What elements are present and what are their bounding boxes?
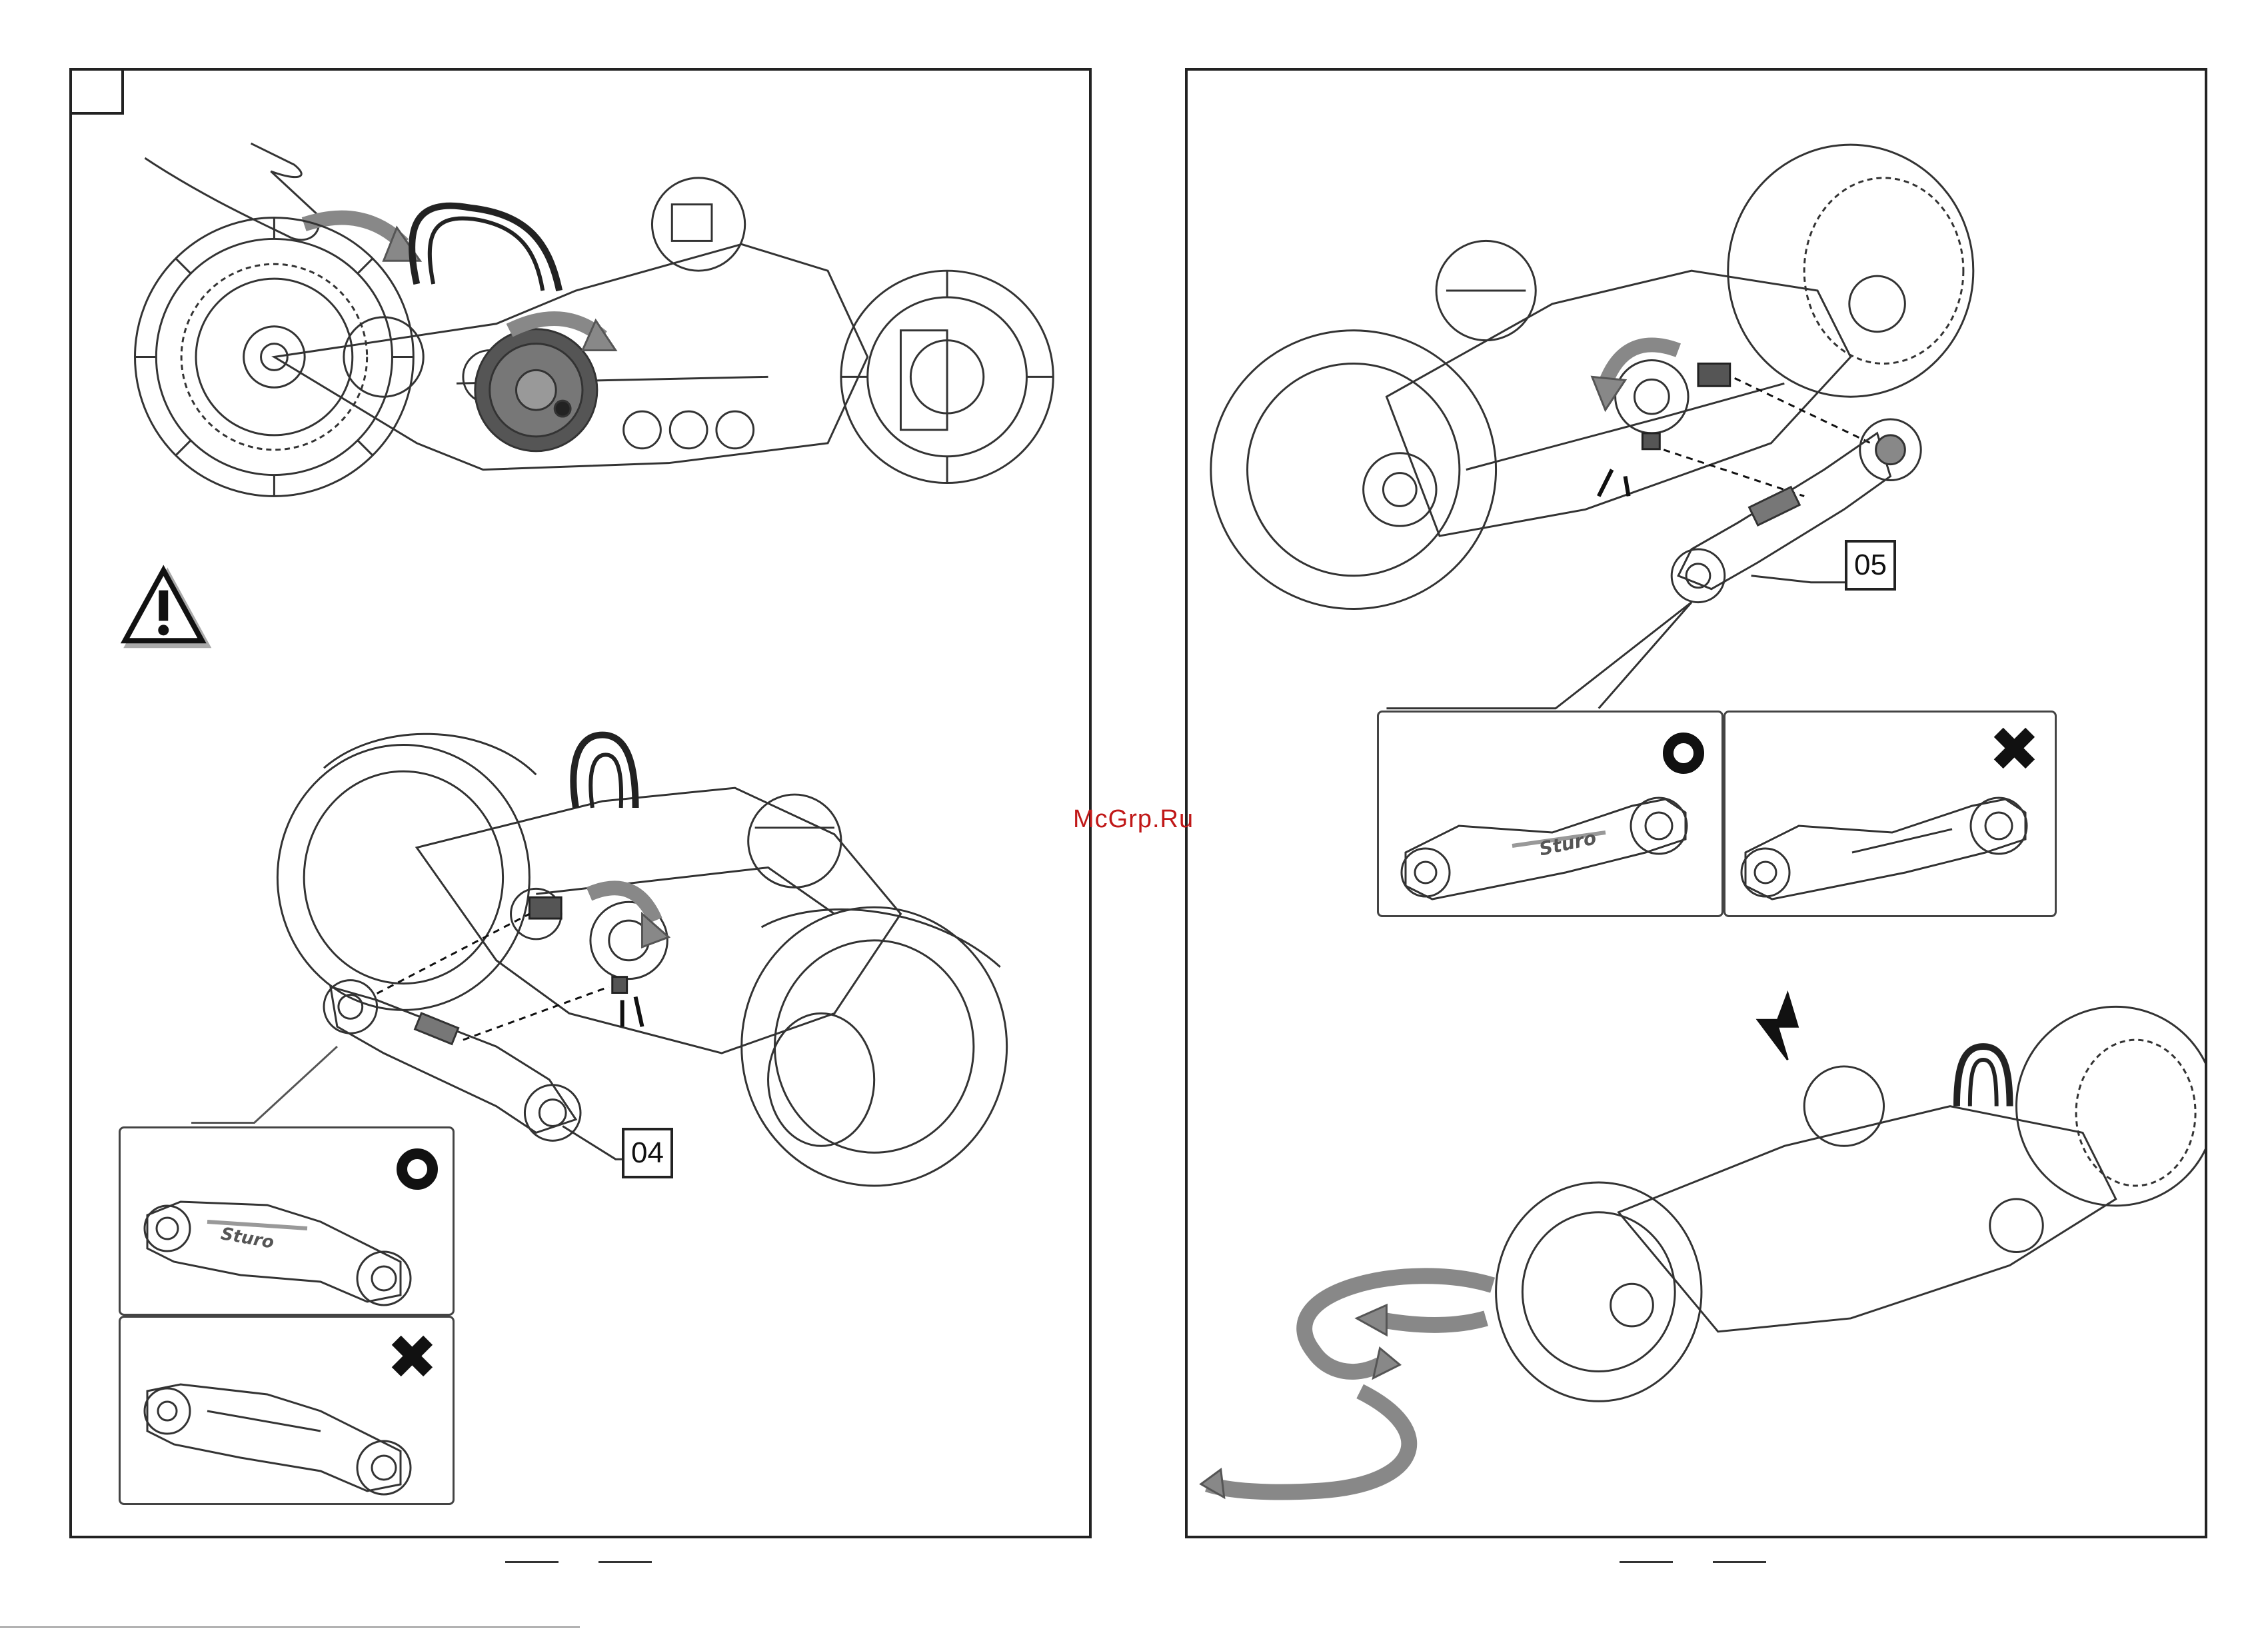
wrong-orientation-detail: ✖ [119, 1316, 455, 1505]
part-correct-illustration [1379, 713, 1725, 919]
warning-triangle-icon [125, 571, 206, 645]
part-04-arm [324, 980, 580, 1141]
footer-line-left-1 [505, 1561, 559, 1563]
footer-line-right-1 [1620, 1561, 1673, 1563]
part-wrong-illustration [1725, 713, 2059, 919]
part-number-label: 04 [622, 1128, 673, 1178]
left-instruction-panel: 04 Sturo ✖ [69, 68, 1092, 1538]
part-wrong-illustration [121, 1318, 457, 1507]
right-instruction-panel: 05 Sturo ✖ [1185, 68, 2207, 1538]
part-correct-illustration [121, 1128, 457, 1318]
footer-line-right-2 [1713, 1561, 1766, 1563]
footer-line-left-2 [598, 1561, 652, 1563]
wrong-orientation-detail: ✖ [1723, 711, 2057, 917]
watermark: McGrp.Ru [1073, 805, 1194, 834]
part-number-label: 05 [1845, 540, 1896, 591]
finger-icon [145, 143, 319, 240]
correct-orientation-detail: Sturo [119, 1126, 455, 1316]
correct-orientation-detail: Sturo [1377, 711, 1723, 917]
page-bottom-line [0, 1626, 580, 1628]
